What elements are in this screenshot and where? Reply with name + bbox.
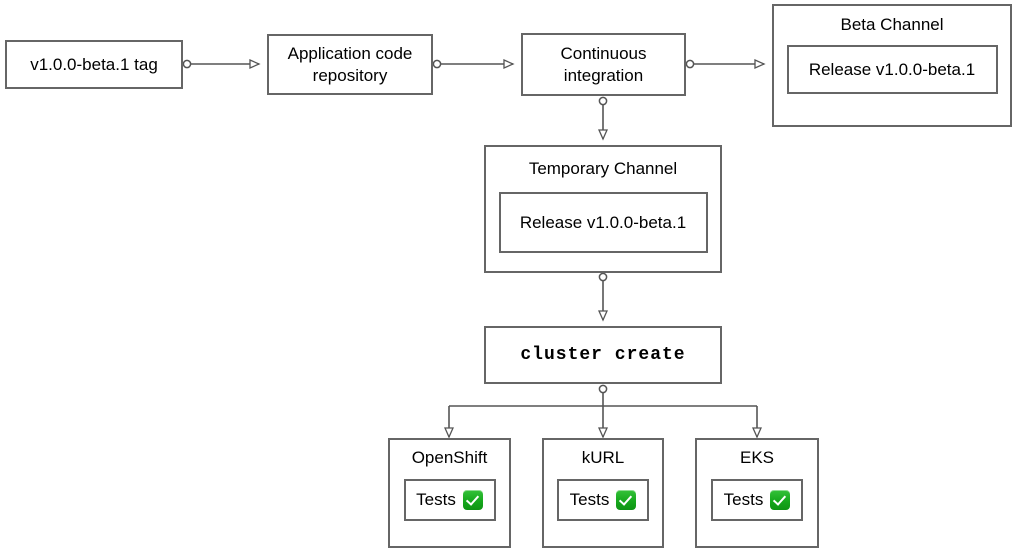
- node-beta-channel-release-label: Release v1.0.0-beta.1: [808, 59, 976, 79]
- check-mark-button-icon: [616, 490, 637, 510]
- node-platform-eks-tests[interactable]: Tests: [711, 479, 803, 521]
- node-platform-openshift-label: OpenShift: [411, 448, 488, 467]
- edge-ci-to-temporary-channel: [597, 96, 609, 141]
- edge-temporary-channel-to-cluster-create: [597, 272, 609, 322]
- node-platform-openshift-tests[interactable]: Tests: [403, 479, 496, 521]
- node-temporary-channel[interactable]: Temporary Channel Release v1.0.0-beta.1: [484, 145, 722, 273]
- node-platform-kurl[interactable]: kURL Tests: [542, 438, 664, 548]
- node-cluster-create-label: cluster create: [520, 344, 686, 365]
- tests-label-openshift: Tests: [416, 490, 456, 509]
- node-application-code-repository[interactable]: Application code repository: [267, 34, 433, 95]
- tests-row-openshift: Tests: [416, 490, 483, 510]
- node-platform-eks[interactable]: EKS Tests: [695, 438, 819, 548]
- check-mark-button-icon: [770, 490, 791, 510]
- node-platform-kurl-label: kURL: [581, 448, 625, 467]
- node-temporary-channel-release-label: Release v1.0.0-beta.1: [519, 212, 687, 232]
- node-platform-eks-label: EKS: [739, 448, 775, 467]
- node-platform-kurl-tests[interactable]: Tests: [557, 479, 649, 521]
- node-tag[interactable]: v1.0.0-beta.1 tag: [5, 40, 183, 89]
- edge-tag-to-repo: [182, 58, 261, 70]
- node-beta-channel[interactable]: Beta Channel Release v1.0.0-beta.1: [772, 4, 1012, 127]
- tests-row-eks: Tests: [724, 490, 791, 510]
- edge-repo-to-ci: [432, 58, 515, 70]
- node-tag-label: v1.0.0-beta.1 tag: [30, 54, 158, 74]
- node-continuous-integration-label: Continuous integration: [560, 44, 647, 85]
- node-beta-channel-release[interactable]: Release v1.0.0-beta.1: [786, 45, 998, 94]
- tests-label-eks: Tests: [723, 490, 764, 509]
- node-platform-openshift[interactable]: OpenShift Tests: [388, 438, 511, 548]
- node-temporary-channel-label: Temporary Channel: [528, 159, 678, 178]
- node-cluster-create[interactable]: cluster create: [484, 326, 722, 384]
- edge-ci-to-beta-channel: [685, 58, 766, 70]
- node-continuous-integration[interactable]: Continuous integration: [521, 33, 686, 96]
- tests-row-kurl: Tests: [570, 490, 637, 510]
- tests-label-kurl: Tests: [569, 490, 610, 509]
- check-mark-button-icon: [462, 490, 483, 510]
- node-temporary-channel-release[interactable]: Release v1.0.0-beta.1: [498, 192, 708, 253]
- node-application-code-repository-label: Application code repository: [287, 44, 413, 85]
- edge-cluster-create-to-platforms: [443, 384, 763, 439]
- node-beta-channel-label: Beta Channel: [840, 15, 944, 34]
